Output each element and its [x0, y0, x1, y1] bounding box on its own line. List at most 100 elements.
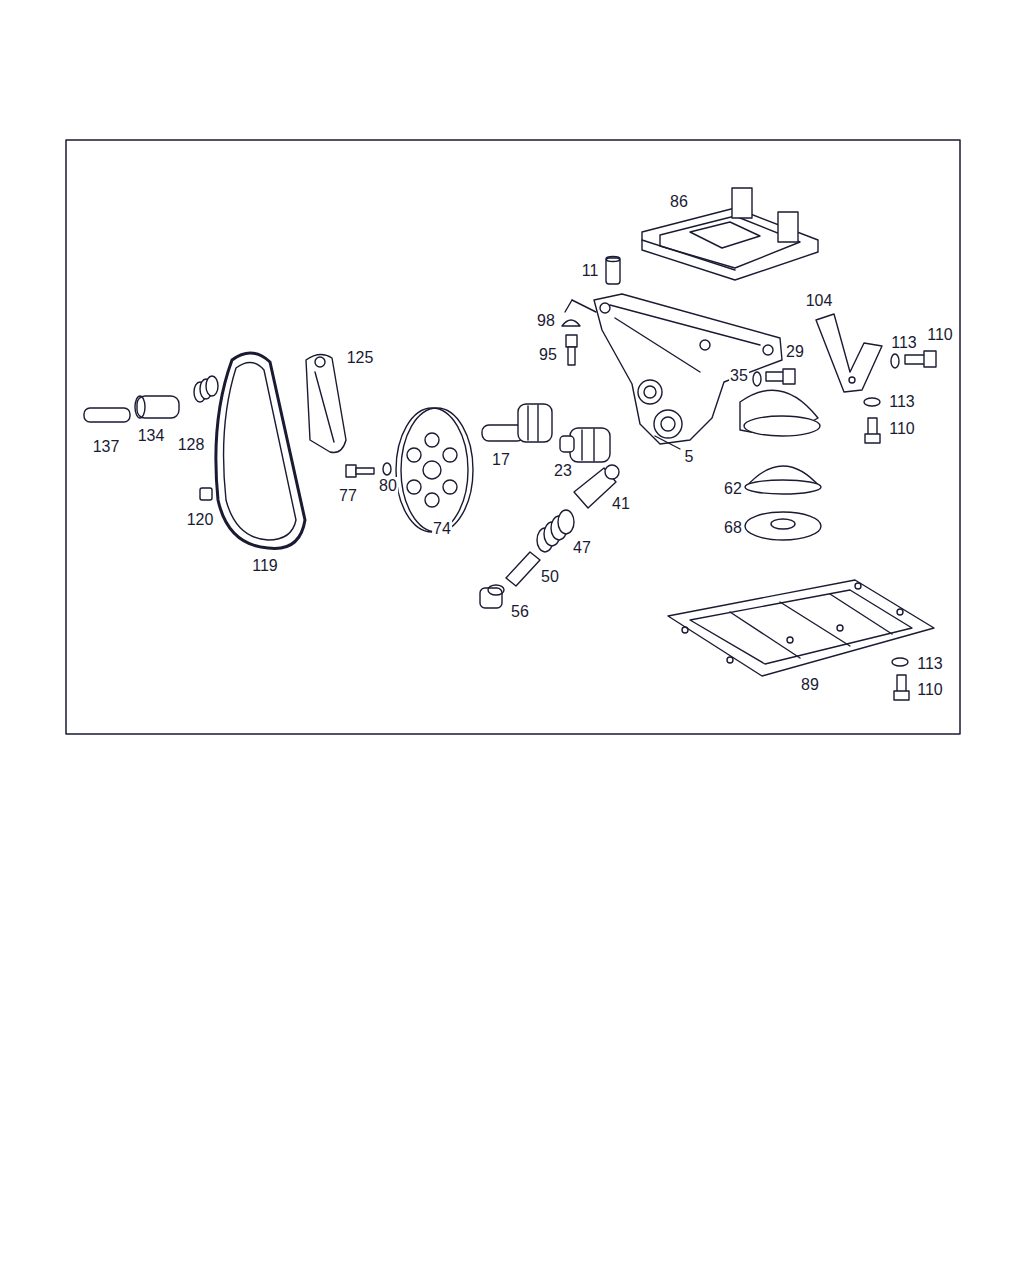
lower-plate-part — [780, 602, 850, 646]
tensioner-rail — [306, 354, 346, 452]
cap-and-bolt-part — [562, 320, 580, 326]
callout-anchor: 68 — [723, 519, 743, 537]
baffle-plate-part — [778, 212, 798, 242]
callout-number: 137 — [92, 438, 121, 456]
oil-pump-housing-part — [615, 318, 700, 372]
callout-anchor: 110 — [888, 420, 916, 438]
callout-number: 68 — [723, 519, 743, 537]
sprocket-part — [423, 461, 441, 479]
callout-number: 74 — [432, 520, 452, 538]
oil-pump-housing-part — [565, 300, 572, 312]
tensioner-rail-part — [306, 354, 346, 452]
fasteners — [753, 351, 936, 443]
relief-valve-part — [480, 588, 502, 608]
dowel-pin — [606, 257, 620, 285]
relief-valve-part — [506, 552, 540, 586]
callout-anchor: 50 — [540, 568, 560, 586]
frame — [66, 140, 960, 734]
callout-number: 120 — [186, 511, 215, 529]
oil-pump-housing-part — [763, 345, 773, 355]
bracket-part — [816, 314, 882, 392]
pump-gears-part — [527, 406, 528, 440]
callout-anchor: 86 — [669, 193, 689, 211]
baffle-plate-part — [732, 188, 752, 218]
oil-pump-housing-part — [700, 340, 710, 350]
oil-pump-housing-part — [654, 410, 682, 438]
lower-plate-part — [855, 583, 861, 589]
callout-anchor: 95 — [538, 346, 558, 364]
callout-anchor: 89 — [800, 676, 820, 694]
sprocket-part — [425, 433, 439, 447]
pump-gears-part — [570, 428, 610, 462]
callout-number: 47 — [572, 539, 592, 557]
oil-pump-housing-part — [572, 300, 596, 312]
callout-anchor: 120 — [186, 511, 215, 529]
callout-number: 35 — [729, 367, 749, 385]
callout-number: 80 — [378, 477, 398, 495]
sprocket-part — [396, 408, 468, 532]
callout-number: 56 — [510, 603, 530, 621]
callout-anchor: 56 — [510, 603, 530, 621]
callout-number: 17 — [491, 451, 511, 469]
bracket-part — [849, 377, 855, 383]
timing-chain-part — [224, 362, 296, 540]
callout-number: 41 — [611, 495, 631, 513]
lower-plate-part — [897, 609, 903, 615]
sprocket-part — [407, 480, 421, 494]
fasteners-part — [924, 351, 936, 367]
callout-anchor: 74 — [432, 520, 452, 538]
callout-number: 119 — [251, 557, 279, 575]
callout-anchor: 11 — [581, 262, 600, 280]
callout-number: 86 — [669, 193, 689, 211]
pump-gears-part — [560, 436, 574, 452]
pump-gears-part — [593, 429, 594, 461]
callout-anchor: 77 — [338, 487, 358, 505]
callout-number: 110 — [916, 681, 944, 699]
relief-valve-part — [488, 585, 504, 595]
sprocket-part — [443, 448, 457, 462]
lower-plate-part — [837, 625, 843, 631]
lower-plate-part — [682, 627, 688, 633]
fasteners-part — [905, 355, 925, 364]
fasteners-part — [891, 354, 899, 368]
callout-anchor: 128 — [177, 436, 206, 454]
oil-pump-housing-part — [744, 416, 820, 436]
callout-anchor: 47 — [572, 539, 592, 557]
strainer-parts-part — [745, 480, 821, 494]
oil-pump-housing — [565, 294, 820, 449]
callout-anchor: 29 — [785, 343, 805, 361]
callout-number: 128 — [177, 436, 206, 454]
fasteners-part — [753, 372, 761, 386]
tensioner-parts — [84, 376, 218, 422]
lower-plate-part — [730, 612, 800, 658]
pump-gears-part — [537, 405, 538, 441]
lower-plate — [668, 580, 934, 700]
callout-number: 134 — [137, 427, 166, 445]
lower-plate-part — [894, 691, 909, 700]
strainer-parts-part — [771, 519, 795, 529]
callout-number: 62 — [723, 480, 743, 498]
pump-gears-part — [581, 430, 582, 460]
callout-anchor: 80 — [378, 477, 398, 495]
timing-chain — [200, 353, 305, 548]
sprocket-part — [407, 448, 421, 462]
sprocket — [346, 408, 473, 532]
sprocket-part — [443, 480, 457, 494]
callout-anchor: 113 — [916, 655, 944, 673]
callout-number: 113 — [890, 334, 918, 352]
sprocket-part — [346, 465, 356, 477]
oil-pump-housing-part — [644, 386, 656, 398]
callout-anchor: 110 — [916, 681, 944, 699]
callout-number: 104 — [805, 292, 834, 310]
tensioner-rail-part — [315, 357, 325, 367]
callout-anchor: 5 — [684, 448, 695, 466]
baffle-plate-part — [642, 240, 735, 270]
relief-valve-part — [605, 465, 619, 479]
callout-number: 50 — [540, 568, 560, 586]
callout-number: 5 — [684, 448, 695, 466]
lower-plate-part — [892, 658, 908, 666]
callout-anchor: 119 — [251, 557, 279, 575]
baffle-plate — [642, 188, 818, 280]
callout-anchor: 98 — [536, 312, 556, 330]
